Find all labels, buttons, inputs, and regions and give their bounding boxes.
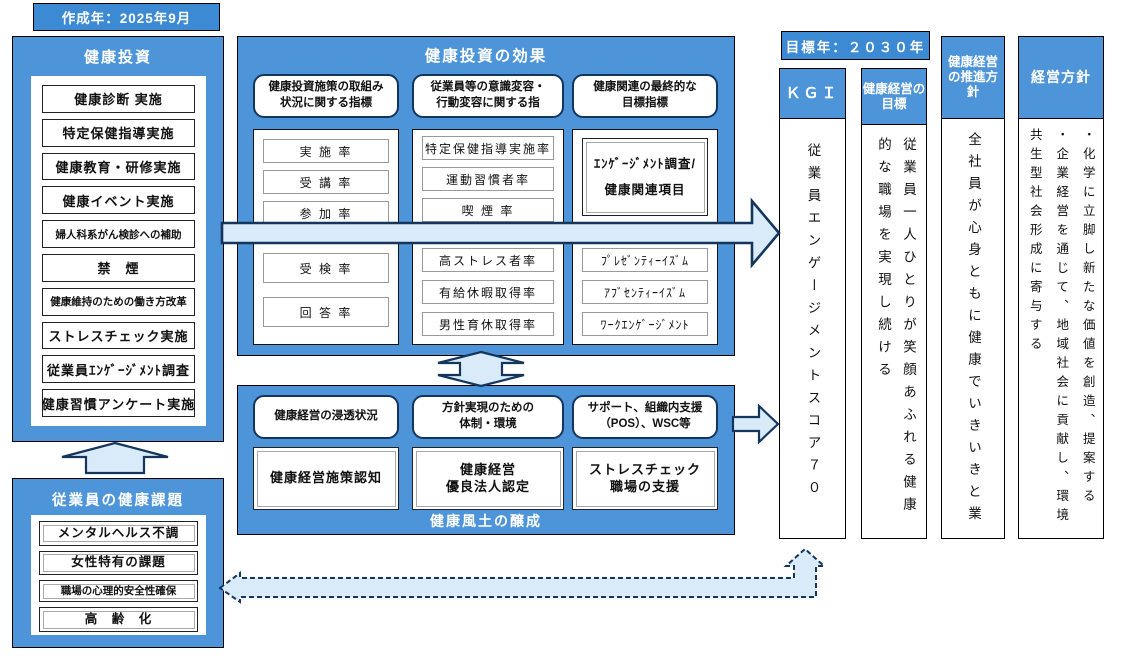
culture-column2-header: 方針実現のための 体制・環境	[412, 395, 564, 439]
effects-column2-header: 従業員等の意識変容・ 行動変容に関する指	[412, 74, 564, 118]
investment-panel: 健康投資 健康診断 実施 特定保健指導実施 健康教育・研修実施 健康イベント実施…	[12, 36, 224, 442]
issues-panel: 従業員の健康課題 メンタルヘルス不調 女性特有の課題 職場の心理的安全性確保 高…	[12, 478, 224, 648]
investment-list: 健康診断 実施 特定保健指導実施 健康教育・研修実施 健康イベント実施 婦人科系…	[31, 76, 206, 426]
investment-title: 健康投資	[83, 49, 152, 66]
issue-item-label: 高 齢 化	[42, 610, 195, 629]
issue-item-label: メンタルヘルス不調	[42, 524, 195, 543]
target-year-badge: 目標年：２０３０年	[781, 31, 930, 60]
engagement-survey-label: ｴﾝｹﾞｰｼﾞﾒﾝﾄ調査/ 健康関連項目	[585, 141, 705, 213]
kgi-column: ＫＧＩ 従業員エンゲージメントスコア７０	[779, 68, 846, 539]
culture-box: 健康経営施策認知	[253, 447, 399, 510]
investment-item: 健康診断 実施	[42, 85, 195, 113]
metric-box: ﾌﾟﾚｾﾞﾝﾃｨｰｲｽﾞﾑ	[582, 248, 708, 272]
metric-box: 受 検 率	[263, 253, 389, 283]
metric-box: 男性育休取得率	[422, 312, 554, 336]
issue-item: 高 齢 化	[39, 607, 198, 632]
culture-panel: 健康経営の浸透状況 健康経営施策認知 方針実現のための 体制・環境 健康経営 優…	[237, 385, 735, 535]
promotion-policy-header: 健康経営の推進方針	[942, 37, 1004, 119]
culture-box-label: ストレスチェック 職場の支援	[575, 450, 715, 507]
goal-header: 健康経営の目標	[862, 69, 926, 125]
metric-box: ｱﾌﾞｾﾝﾃｨｰｲｽﾞﾑ	[582, 280, 708, 304]
goal-column: 健康経営の目標 従業員一人ひとりが笑顔あふれる健康的な職場を実現し続ける	[861, 68, 927, 539]
flow-arrow-to-kgi	[220, 197, 781, 269]
culture-column1-header: 健康経営の浸透状況	[253, 395, 399, 439]
culture-column-penetration: 健康経営の浸透状況 健康経営施策認知	[253, 386, 399, 534]
created-year-badge: 作成年：2025年9月	[33, 3, 220, 31]
culture-box: 健康経営 優良法人認定	[412, 447, 564, 510]
effects-column3-header: 健康関連の最終的な 目標指標	[572, 74, 718, 118]
metric-box: 受 講 率	[263, 170, 389, 194]
effects-column-implementation: 健康投資施策の取組み 状況に関する指標 実 施 率 受 講 率 参 加 率 受 …	[253, 37, 399, 355]
investment-item: 健康維持のための働き方改革	[42, 287, 195, 316]
flow-arrow-culture-to-kgi	[731, 403, 780, 445]
culture-column-structure: 方針実現のための 体制・環境 健康経営 優良法人認定	[412, 386, 564, 534]
investment-item: 健康教育・研修実施	[42, 152, 195, 181]
management-policy-column: 経営方針 ・化学に立脚し新たな価値を創造、提案する ・企業経営を通じて、地域社会…	[1018, 36, 1104, 539]
management-policy-header: 経営方針	[1019, 37, 1103, 119]
issue-item: メンタルヘルス不調	[39, 521, 198, 546]
investment-item: 健康習慣アンケート実施	[42, 389, 195, 417]
issues-title: 従業員の健康課題	[52, 493, 184, 509]
issue-item: 女性特有の課題	[39, 550, 198, 576]
culture-column3-header: サポート、組織内支援 （POS）、WSC等	[572, 395, 718, 439]
culture-column-support: サポート、組織内支援 （POS）、WSC等 ストレスチェック 職場の支援	[572, 386, 718, 534]
metric-box: 実 施 率	[263, 139, 389, 163]
investment-item: 特定保健指導実施	[42, 118, 195, 147]
culture-box-label: 健康経営施策認知	[256, 450, 396, 507]
metric-box: ﾜｰｸｴﾝｹﾞｰｼﾞﾒﾝﾄ	[582, 312, 708, 336]
flow-arrow-issues-to-investment	[61, 441, 169, 475]
metric-box: 参 加 率	[263, 201, 389, 225]
metric-box: 喫 煙 率	[422, 198, 554, 222]
culture-box: ストレスチェック 職場の支援	[572, 447, 718, 510]
promotion-policy-column: 健康経営の推進方針 全社員が心身ともに健康でいきいきと業	[941, 36, 1005, 539]
promotion-policy-body: 全社員が心身ともに健康でいきいきと業	[966, 132, 981, 528]
goal-body: 従業員一人ひとりが笑顔あふれる健康的な職場を実現し続ける	[876, 137, 916, 520]
kgi-body: 従業員エンゲージメントスコア７０	[805, 143, 821, 503]
investment-item: 禁 煙	[42, 253, 195, 282]
effects-panel: 健康投資の効果 健康投資施策の取組み 状況に関する指標 実 施 率 受 講 率 …	[237, 36, 735, 356]
effects-title: 健康投資の効果	[424, 48, 548, 65]
culture-box-label: 健康経営 優良法人認定	[415, 450, 561, 507]
metric-box: 特定保健指導実施率	[422, 136, 554, 160]
investment-item: 婦人科系がん検診への補助	[42, 220, 195, 248]
issues-list: メンタルヘルス不調 女性特有の課題 職場の心理的安全性確保 高 齢 化	[31, 515, 206, 635]
feedback-dashed-arrow	[218, 547, 827, 604]
metric-box: 高ストレス者率	[422, 248, 554, 272]
issue-item: 職場の心理的安全性確保	[39, 580, 198, 603]
culture-title: 健康風土の醸成	[430, 513, 542, 529]
metric-box: 運動習慣者率	[422, 167, 554, 191]
metric-box: 有給休暇取得率	[422, 280, 554, 304]
flow-arrow-effects-culture	[437, 350, 525, 388]
metric-box: 回 答 率	[263, 297, 389, 327]
effects-column1-header: 健康投資施策の取組み 状況に関する指標	[253, 74, 399, 118]
management-policy-body: ・化学に立脚し新たな価値を創造、提案する ・企業経営を通じて、地域社会に貢献し、…	[1027, 128, 1095, 527]
issue-item-label: 女性特有の課題	[42, 554, 195, 572]
engagement-survey-box: ｴﾝｹﾞｰｼﾞﾒﾝﾄ調査/ 健康関連項目	[582, 138, 708, 216]
issue-item-label: 職場の心理的安全性確保	[42, 583, 195, 599]
investment-item: 従業員ｴﾝｹﾞｰｼﾞﾒﾝﾄ調査	[42, 355, 195, 384]
kgi-header: ＫＧＩ	[780, 69, 845, 119]
investment-item: ストレスチェック実施	[42, 321, 195, 350]
investment-item: 健康イベント実施	[42, 186, 195, 215]
